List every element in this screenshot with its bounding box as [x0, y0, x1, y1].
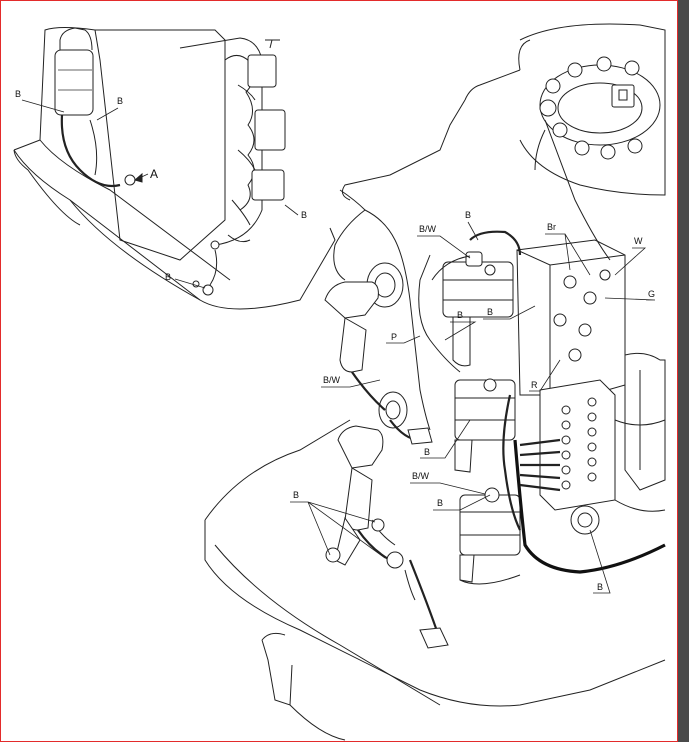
- label-g-right: G: [648, 289, 655, 299]
- label-bw-top: B/W: [419, 224, 437, 234]
- inset-label-a: A: [150, 167, 158, 181]
- inset-labels: B B A B B: [15, 89, 307, 289]
- label-bw-lower: B/W: [412, 471, 430, 481]
- cdi-unit: [516, 239, 626, 396]
- label-w-right: W: [634, 236, 643, 246]
- inset-label-b-right: B: [301, 210, 307, 220]
- main-engine-view: [204, 23, 666, 741]
- label-b-bottom-right: B: [597, 582, 603, 592]
- label-b-mid-2: B: [487, 307, 493, 317]
- label-r-mid: R: [531, 380, 538, 390]
- label-br-top: Br: [547, 222, 556, 232]
- ignition-coil-upper: [442, 251, 514, 367]
- terminal-block: [539, 379, 616, 511]
- inset-label-b-2: B: [117, 96, 123, 106]
- inset-label-b-1: B: [15, 89, 21, 99]
- label-bw-left: B/W: [323, 375, 341, 385]
- label-b-top: B: [465, 210, 471, 220]
- label-p-left: P: [391, 332, 397, 342]
- main-labels: B/W B Br W G P B B R B/W B B/W B: [290, 210, 656, 594]
- label-b-lower: B: [437, 498, 443, 508]
- ignition-coil-middle: [454, 378, 516, 473]
- inset-label-b-bottom: B: [165, 272, 171, 282]
- label-b-left-group: B: [293, 490, 299, 500]
- inset-engine-view: [13, 27, 336, 310]
- label-b-center: B: [424, 447, 430, 457]
- label-b-mid-1: B: [457, 310, 463, 320]
